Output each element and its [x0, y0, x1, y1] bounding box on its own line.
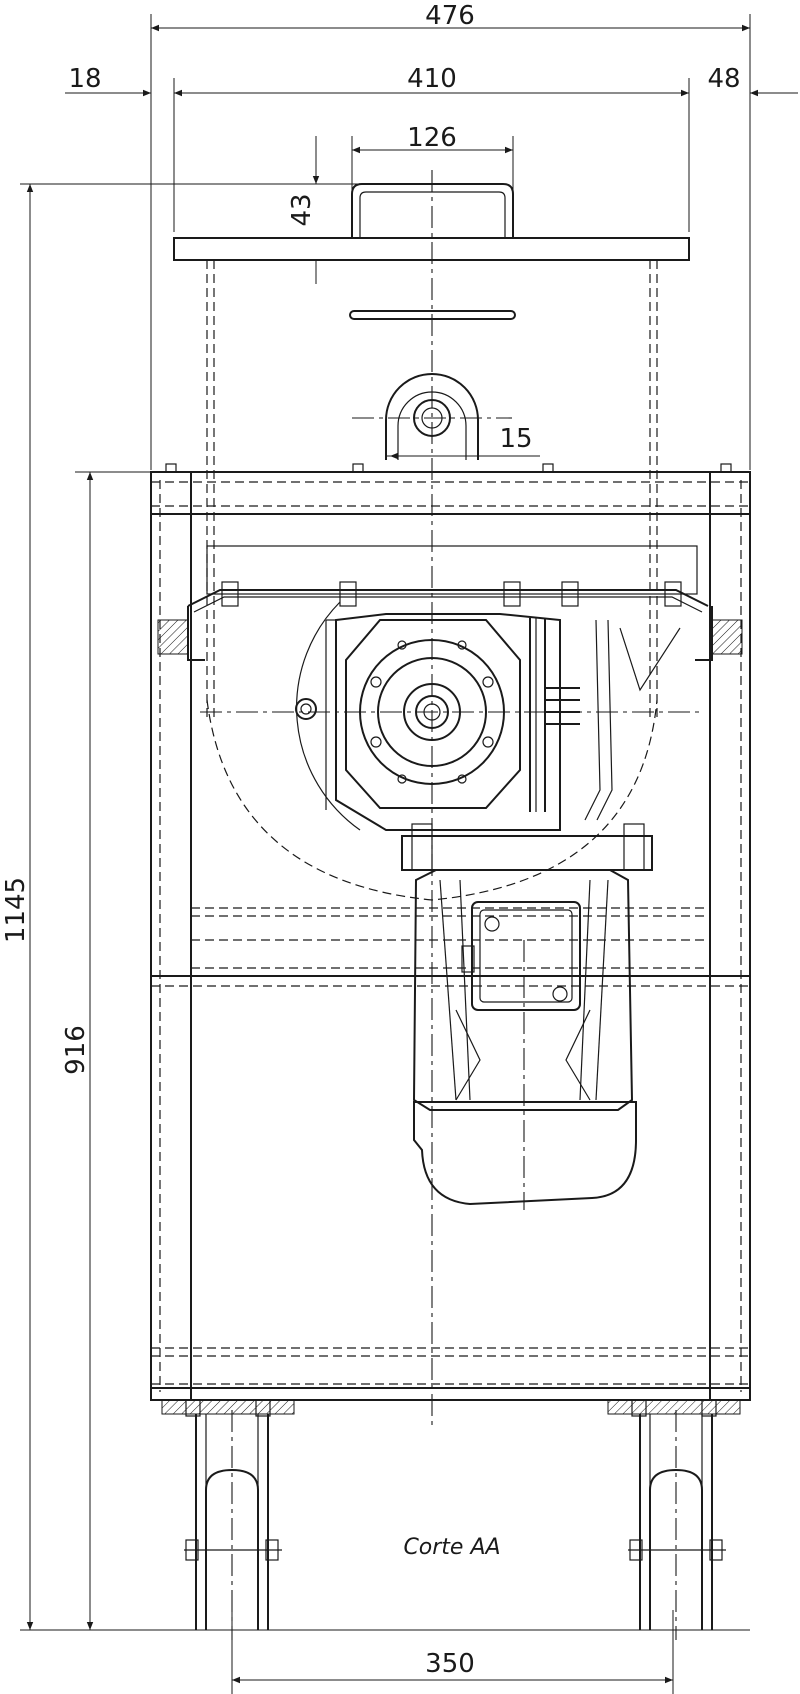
section-caption: Corte AA: [403, 1535, 500, 1560]
centerlines: [200, 170, 700, 1640]
dim-overall-width: 476: [425, 1, 475, 31]
plate-bolts: [221, 581, 682, 607]
dim-handle-height: 43: [287, 193, 317, 226]
dim-total-height: 1145: [1, 877, 31, 943]
dimension-lines: [20, 14, 798, 1694]
frame: [150, 463, 751, 1401]
dim-left-offset: 18: [68, 64, 101, 94]
mounting-plate: [157, 545, 743, 661]
dim-wheel-spacing: 350: [425, 1649, 475, 1679]
caster-right: [607, 1399, 741, 1630]
gearbox: [295, 601, 681, 831]
caster-left: [161, 1399, 295, 1630]
dim-right-offset: 48: [707, 64, 740, 94]
dim-handle-width: 126: [407, 123, 457, 153]
dim-frame-height: 916: [61, 1025, 91, 1075]
dimension-labels: 476 18 410 48 126 43 15 1145 916 350: [1, 1, 741, 1679]
dim-small-detail: 15: [499, 424, 532, 454]
motor: [401, 823, 653, 1206]
dim-lid-width: 410: [407, 64, 457, 94]
